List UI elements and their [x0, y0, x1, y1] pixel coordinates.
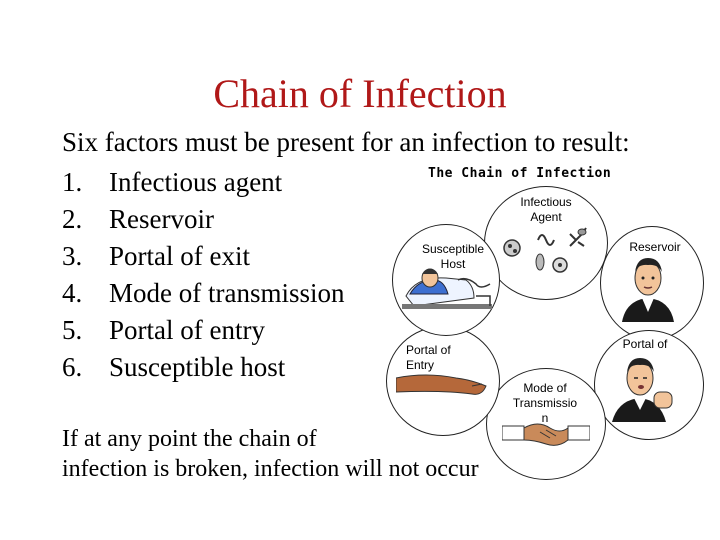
- intro-text: Six factors must be present for an infec…: [62, 127, 630, 157]
- hospital-patient-icon: [402, 268, 492, 309]
- list-item: 3.Portal of exit: [62, 241, 250, 271]
- handshake-icon: [502, 423, 590, 446]
- list-item: 1.Infectious agent: [62, 167, 283, 197]
- label-mode-of-transmission: Mode of Transmissio n: [512, 381, 578, 425]
- factor-list: 1.Infectious agent 2.Reservoir 3.Portal …: [62, 164, 345, 386]
- ring-infectious-agent: [484, 186, 608, 300]
- list-item: 6.Susceptible host: [62, 352, 286, 382]
- coughing-man-icon: [612, 358, 673, 422]
- arm-icon: [396, 374, 487, 395]
- label-infectious-agent: Infectious Agent: [520, 195, 572, 224]
- label-susceptible-host: Susceptible Host: [421, 242, 485, 271]
- slide-title: Chain of Infection: [213, 71, 507, 116]
- label-reservoir: Reservoir: [629, 240, 681, 254]
- list-item: 4.Mode of transmission: [62, 278, 345, 308]
- label-portal-of-entry: Portal of Entry: [406, 343, 451, 372]
- label-portal-of-exit: Portal of: [622, 337, 668, 351]
- list-item: 2.Reservoir: [62, 204, 214, 234]
- man-portrait-icon: [622, 258, 674, 322]
- diagram-title: The Chain of Infection: [428, 166, 612, 181]
- list-item: 5.Portal of entry: [62, 315, 265, 345]
- germ-icon: [503, 227, 587, 273]
- ring-mode-of-transmission: [486, 368, 606, 480]
- footer-text: If at any point the chain of infection i…: [62, 426, 479, 482]
